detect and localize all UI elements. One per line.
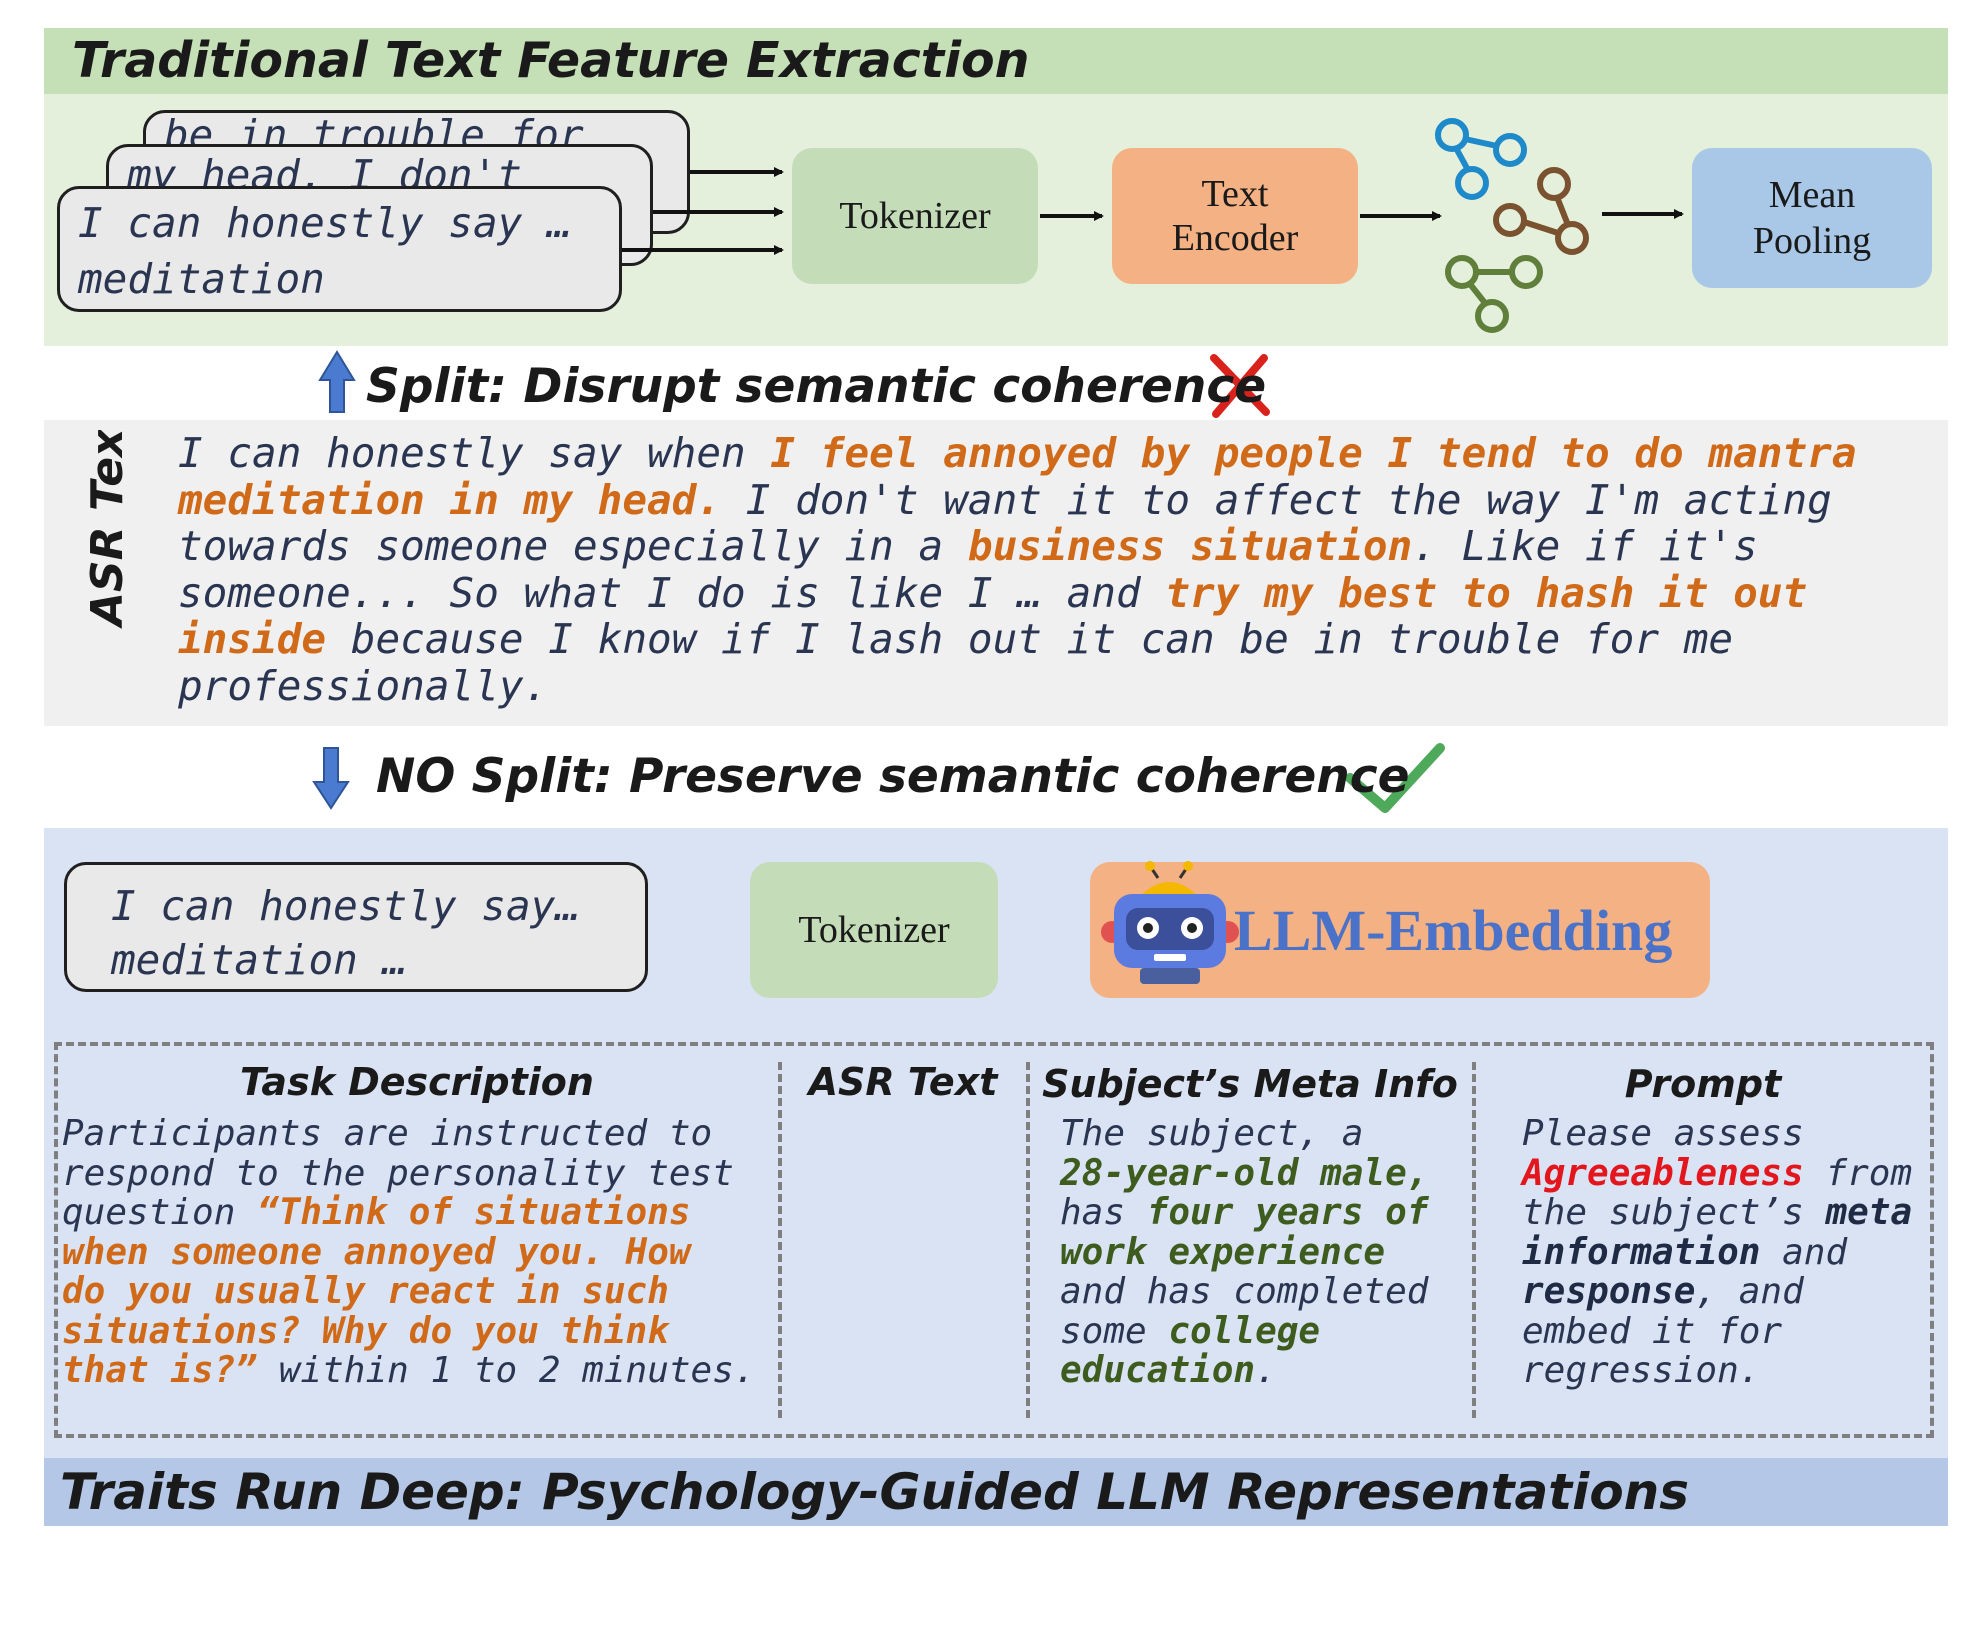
text-line: respond to the personality test [62, 1152, 768, 1194]
text-line: some college [1060, 1310, 1460, 1352]
plain-phrase: question [62, 1192, 258, 1233]
traditional-header [44, 28, 1948, 94]
plain-phrase: regression. [1522, 1350, 1761, 1391]
highlighted-phrase: meta [1825, 1192, 1913, 1233]
asr-segment: I can honestly say when [178, 429, 771, 477]
text-chunk-front-text: I can honestly say … meditation [78, 199, 572, 303]
mean-pooling-box: Mean Pooling [1692, 148, 1932, 288]
text-line: that is?” within 1 to 2 minutes. [62, 1351, 768, 1391]
asr-segment: I don't want it to affect the way I'm ac… [178, 475, 1832, 570]
asr-highlight: try my best to hash it out inside [178, 568, 1808, 663]
plain-phrase: embed it for [1522, 1310, 1783, 1352]
text-line: regression. [1522, 1351, 1922, 1391]
plain-phrase: and has completed [1060, 1271, 1429, 1312]
llm-footer [44, 1458, 1948, 1526]
meta-info-title: Subject’s Meta Info [1042, 1062, 1458, 1106]
text-line: has four years of [1060, 1193, 1460, 1233]
mean-pooling-line2: Pooling [1752, 220, 1872, 262]
text-line: question “Think of situations [62, 1193, 768, 1233]
text-line: when someone annoyed you. How [62, 1231, 768, 1273]
tokenizer-box-bottom: Tokenizer [750, 862, 998, 998]
arrow-up-icon [318, 350, 356, 413]
highlighted-phrase: four years of [1146, 1192, 1429, 1233]
traditional-title: Traditional Text Feature Extraction [72, 32, 1030, 89]
plain-phrase: the subject’s [1522, 1192, 1826, 1233]
plain-phrase: Please assess [1522, 1113, 1804, 1154]
highlighted-phrase: work experience [1060, 1231, 1386, 1273]
text-line: embed it for [1522, 1310, 1922, 1352]
highlighted-phrase: Agreeableness [1522, 1152, 1804, 1194]
plain-phrase: and [1760, 1231, 1848, 1273]
highlighted-phrase: information [1522, 1231, 1761, 1273]
plain-phrase: some [1060, 1310, 1169, 1352]
highlighted-phrase: education [1060, 1350, 1256, 1391]
highlighted-phrase: “Think of situations [257, 1192, 691, 1233]
text-line: education. [1060, 1351, 1460, 1391]
highlighted-phrase: college [1168, 1310, 1321, 1352]
text-line: the subject’s meta [1522, 1193, 1922, 1233]
llm-embedding-label: LLM-Embedding [1234, 897, 1673, 963]
text-encoder-line2: Encoder [1171, 217, 1299, 259]
llm-title: Traits Run Deep: Psychology-Guided LLM R… [60, 1463, 1690, 1521]
column-divider-1 [778, 1062, 782, 1418]
plain-phrase: within 1 to 2 minutes. [257, 1350, 756, 1391]
text-line: Agreeableness from [1522, 1152, 1922, 1194]
input-components-box [54, 1042, 1934, 1438]
text-line: response, and [1522, 1272, 1922, 1312]
text-encoder-box: Text Encoder [1112, 148, 1358, 284]
text-line: 28-year-old male, [1060, 1152, 1460, 1194]
asr-label-text: ASR Text [82, 430, 133, 629]
plain-phrase: has [1060, 1192, 1147, 1233]
full-text-card: I can honestly say… meditation … [64, 862, 648, 992]
highlighted-phrase: situations? Why do you think [62, 1310, 669, 1352]
highlighted-phrase: 28-year-old male, [1060, 1152, 1429, 1194]
highlighted-phrase: response [1522, 1271, 1696, 1312]
plain-phrase: , and [1695, 1271, 1804, 1312]
text-line: information and [1522, 1231, 1922, 1273]
cross-icon [1210, 354, 1270, 418]
asr-transcript: I can honestly say when I feel annoyed b… [178, 430, 1938, 709]
robot-icon-overlay [1101, 861, 1239, 984]
plain-phrase: The subject, a [1060, 1113, 1364, 1154]
highlighted-phrase: when someone annoyed you. How [62, 1231, 691, 1273]
prompt-title: Prompt [1624, 1062, 1782, 1106]
tokenizer-box-top: Tokenizer [792, 148, 1038, 284]
plain-phrase: Participants are instructed to [62, 1113, 713, 1154]
full-text-card-text: I can honestly say… meditation … [111, 882, 580, 984]
split-label: Split: Disrupt semantic coherence [366, 359, 1267, 414]
text-line: situations? Why do you think [62, 1310, 768, 1352]
asr-panel [44, 420, 1948, 726]
asr-highlight: I feel annoyed by people I tend to do ma… [178, 429, 1857, 524]
text-line: do you usually react in such [62, 1272, 768, 1312]
column-divider-3 [1472, 1062, 1476, 1418]
column-divider-2 [1026, 1062, 1030, 1418]
no-split-label: NO Split: Preserve semantic coherence [376, 749, 1410, 804]
text-encoder-line1: Text [1201, 173, 1269, 215]
arrow-down-icon [312, 747, 350, 810]
check-icon [1345, 743, 1445, 813]
plain-phrase: . [1255, 1350, 1277, 1391]
task-description-title: Task Description [240, 1060, 594, 1104]
highlighted-phrase: that is?” [62, 1350, 258, 1391]
text-chunk-card-front: I can honestly say … meditation [57, 186, 622, 312]
text-line: Participants are instructed to [62, 1114, 768, 1154]
text-line: work experience [1060, 1231, 1460, 1273]
mean-pooling-line1: Mean [1768, 174, 1856, 216]
text-line: Please assess [1522, 1114, 1922, 1154]
top-arrows [622, 167, 1684, 255]
graph-nodes-icon [1435, 118, 1589, 333]
asr-vertical-label: ASR Text [82, 430, 133, 629]
text-line: and has completed [1060, 1272, 1460, 1312]
plain-phrase: from [1803, 1152, 1913, 1194]
highlighted-phrase: do you usually react in such [62, 1271, 669, 1312]
plain-phrase: respond to the personality test [62, 1152, 734, 1194]
text-line: The subject, a [1060, 1114, 1460, 1154]
asr-highlight: business situation [967, 522, 1413, 570]
asr-segment: . Like if it's someone... So what I do i… [178, 522, 1758, 617]
asr-text-title: ASR Text [808, 1060, 998, 1104]
asr-segment: because I know if I lash out it can be i… [178, 615, 1734, 710]
